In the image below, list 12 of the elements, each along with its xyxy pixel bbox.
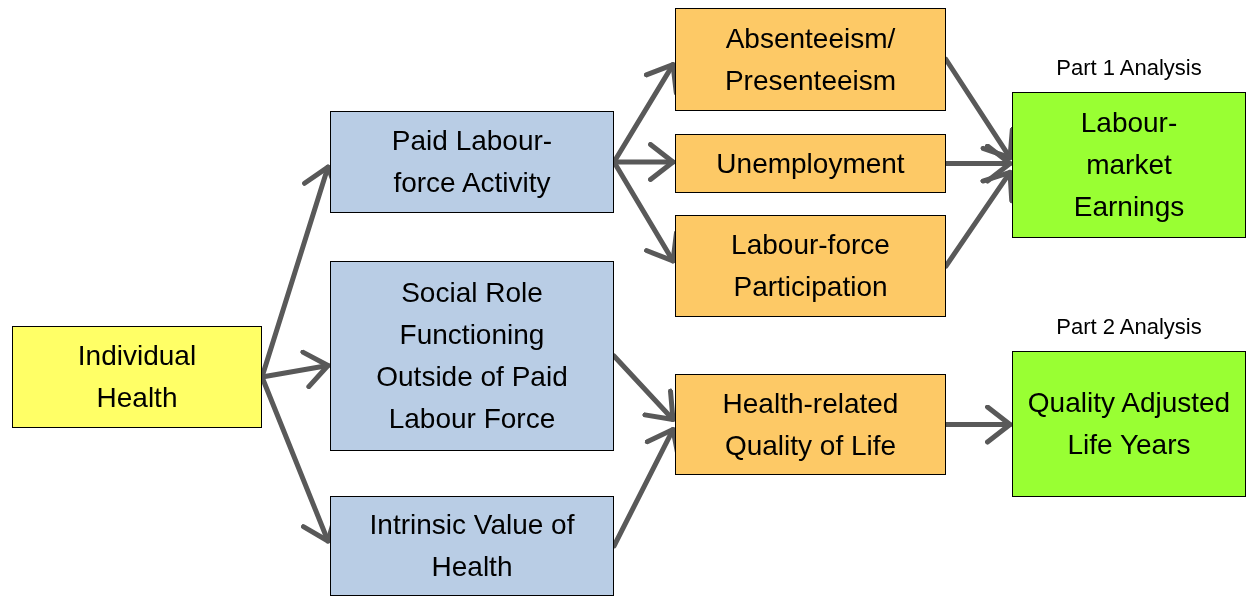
process-box: Absenteeism/ Presenteeism	[675, 8, 946, 111]
process-box: Intrinsic Value of Health	[330, 496, 614, 596]
process-box: Unemployment	[675, 134, 946, 193]
box-heading: Part 1 Analysis	[1055, 54, 1203, 82]
process-box: Labour-force Participation	[675, 215, 946, 317]
process-box: Health-related Quality of Life	[675, 374, 946, 475]
process-box: Labour- market Earnings	[1012, 92, 1246, 238]
process-box: Individual Health	[12, 326, 262, 428]
process-box: Paid Labour- force Activity	[330, 111, 614, 213]
process-box: Quality Adjusted Life Years	[1012, 351, 1246, 497]
box-heading: Part 2 Analysis	[1055, 313, 1203, 341]
process-box: Social Role Functioning Outside of Paid Labour Force	[330, 261, 614, 451]
